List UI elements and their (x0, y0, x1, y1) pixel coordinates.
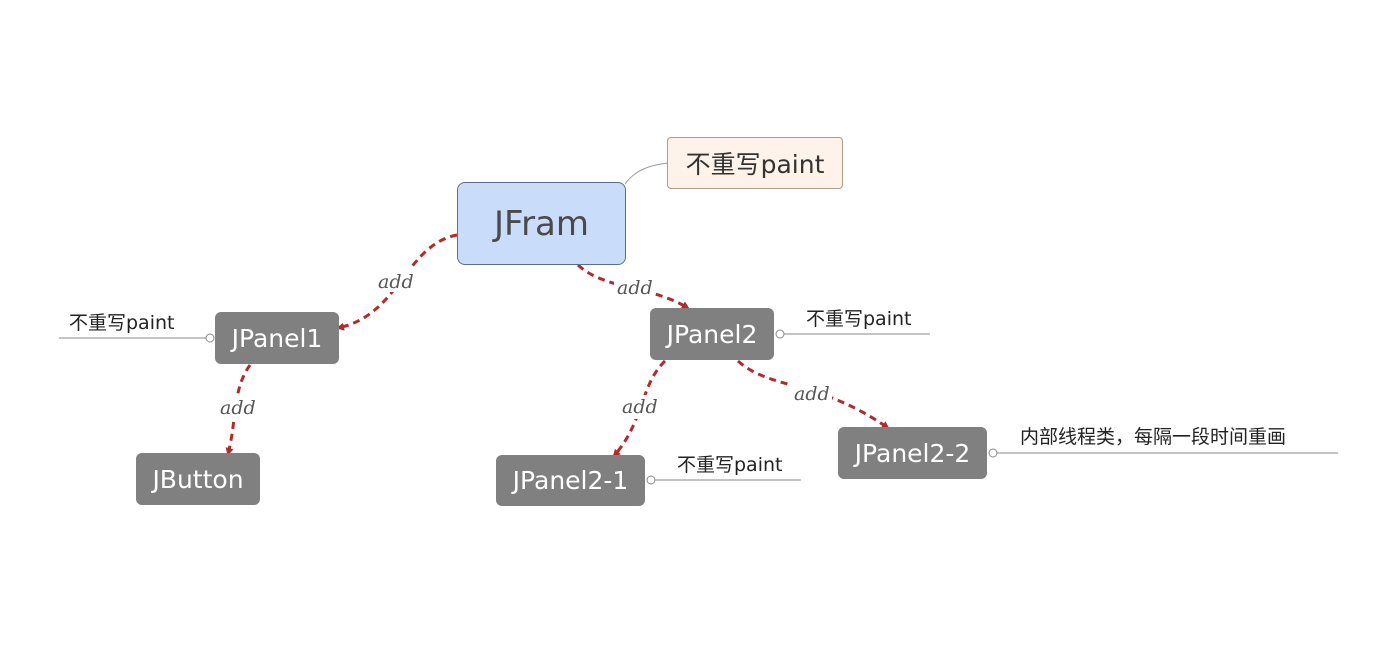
edge-jfram-jpanel2 (576, 263, 690, 310)
node-jpanel1[interactable]: JPanel1 (215, 312, 339, 364)
note-dot-jpanel2-1 (646, 475, 656, 485)
callout-connector (624, 162, 669, 185)
note-dot-jpanel1 (205, 333, 215, 343)
node-jpanel2-1-label: JPanel2-1 (512, 466, 629, 495)
note-dot-jpanel2-2 (988, 448, 998, 458)
node-jpanel2-2[interactable]: JPanel2-2 (838, 427, 987, 479)
edge-label-jpanel1-jbutton: add (220, 397, 256, 419)
edge-label-jfram-jpanel1: add (378, 271, 414, 293)
edge-label-jpanel2-jpanel2-2: add (794, 383, 830, 405)
callout-jfram[interactable]: 不重写paint (667, 137, 843, 189)
node-jpanel2-2-label: JPanel2-2 (854, 438, 971, 468)
node-jbutton[interactable]: JButton (136, 453, 260, 505)
node-jfram-label: JFram (493, 203, 590, 244)
node-jpanel2-label: JPanel2 (666, 319, 758, 349)
note-jpanel2: 不重写paint (806, 308, 912, 330)
callout-jfram-text: 不重写paint (685, 150, 825, 179)
edge-label-jpanel2-jpanel2-1: add (622, 396, 658, 418)
edge-label-jfram-jpanel2: add (617, 277, 653, 299)
note-jpanel2-1: 不重写paint (677, 454, 783, 476)
node-jpanel2[interactable]: JPanel2 (650, 308, 774, 360)
node-jpanel2-1[interactable]: JPanel2-1 (496, 455, 645, 506)
note-jpanel1: 不重写paint (69, 312, 175, 334)
edge-jpanel2-jpanel2-2 (736, 359, 890, 430)
node-jpanel1-label: JPanel1 (231, 323, 323, 353)
node-jbutton-label: JButton (152, 464, 244, 494)
node-jfram[interactable]: JFram (457, 182, 626, 265)
note-dot-jpanel2 (775, 329, 785, 339)
note-jpanel2-2: 内部线程类，每隔一段时间重画 (1020, 426, 1287, 448)
